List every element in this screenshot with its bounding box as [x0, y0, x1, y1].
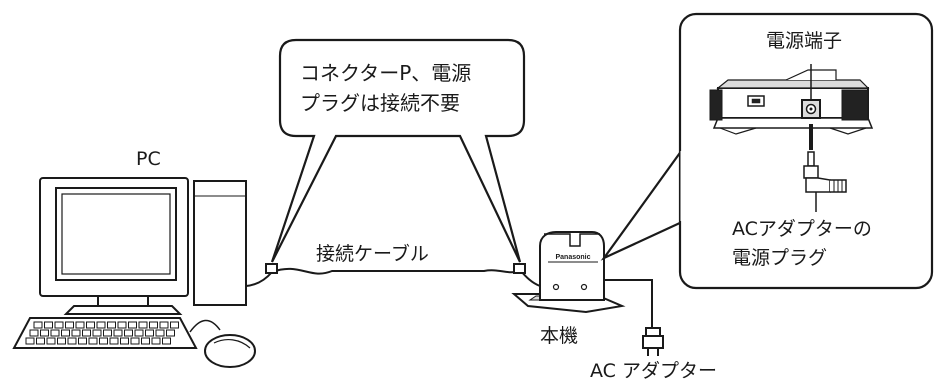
- base-unit-label: 本機: [540, 325, 579, 347]
- keyboard-key: [92, 329, 102, 337]
- ac-adapter: [642, 327, 664, 356]
- device-back-closeup: [709, 69, 874, 135]
- connector-device-end: [513, 263, 526, 274]
- keyboard-key: [78, 337, 87, 345]
- keyboard-key: [149, 321, 158, 329]
- zoom-pointer: [600, 149, 683, 261]
- keyboard-key: [134, 329, 144, 337]
- pc-tower: [193, 180, 247, 306]
- keyboard-key: [25, 337, 35, 345]
- keyboard-key: [82, 329, 91, 337]
- power-terminal-label: 電源端子: [766, 30, 843, 52]
- keyboard-key: [107, 321, 116, 329]
- keyboard-key: [29, 329, 39, 337]
- ac-adapter-cable: [604, 279, 653, 328]
- keyboard-key: [117, 321, 127, 329]
- callout-line-1: コネクターP、電源: [300, 61, 472, 85]
- pc-keyboard: [12, 317, 198, 349]
- keyboard-key: [46, 337, 56, 345]
- adapter-plug-label-line1: ACアダプターの: [732, 218, 872, 240]
- keyboard-key: [141, 337, 150, 345]
- keyboard-key: [124, 329, 133, 337]
- ac-adapter-label: AC アダプター: [590, 360, 717, 382]
- device-brand-text: Panasonic: [555, 254, 590, 261]
- keyboard-key: [88, 337, 98, 345]
- keyboard-key: [128, 321, 137, 329]
- keyboard-key: [96, 321, 106, 329]
- pc-label: PC: [136, 148, 161, 170]
- keyboard-key: [86, 321, 95, 329]
- keyboard-key: [57, 337, 66, 345]
- adapter-plug-label-line2: 電源プラグ: [732, 247, 828, 269]
- keyboard-key: [155, 329, 165, 337]
- ac-plug-closeup: [803, 151, 847, 193]
- pc-monitor: [39, 177, 189, 315]
- keyboard-key: [130, 337, 140, 345]
- callout-text: コネクターP、電源 プラグは接続不要: [300, 58, 471, 118]
- keyboard-key: [44, 321, 53, 329]
- cable-label: 接続ケーブル: [316, 243, 429, 265]
- keyboard-key: [99, 337, 108, 345]
- keyboard-key: [40, 329, 49, 337]
- keyboard-key: [71, 329, 81, 337]
- keyboard-key: [50, 329, 60, 337]
- keyboard-key: [61, 329, 70, 337]
- keyboard-key: [166, 329, 175, 337]
- keyboard-key: [109, 337, 119, 345]
- keyboard-key: [36, 337, 45, 345]
- keyboard-key: [113, 329, 123, 337]
- callout-bubble: [270, 38, 526, 263]
- keyboard-key: [159, 321, 169, 329]
- keyboard-key: [103, 329, 112, 337]
- keyboard-key: [65, 321, 74, 329]
- pc-mouse: [189, 319, 256, 368]
- keyboard-key: [67, 337, 77, 345]
- connection-cable: [245, 267, 541, 287]
- keyboard-key: [145, 329, 154, 337]
- keyboard-key: [162, 337, 171, 345]
- callout-line-2: プラグは接続不要: [300, 91, 460, 115]
- keyboard-key: [33, 321, 43, 329]
- keyboard-key: [120, 337, 129, 345]
- keyboard-key: [151, 337, 161, 345]
- keyboard-key: [54, 321, 64, 329]
- power-terminal-jack: [801, 99, 821, 119]
- connector-pc-end: [265, 263, 278, 274]
- keyboard-key: [75, 321, 85, 329]
- base-unit: [511, 231, 626, 314]
- keyboard-key: [170, 321, 179, 329]
- keyboard-key: [138, 321, 148, 329]
